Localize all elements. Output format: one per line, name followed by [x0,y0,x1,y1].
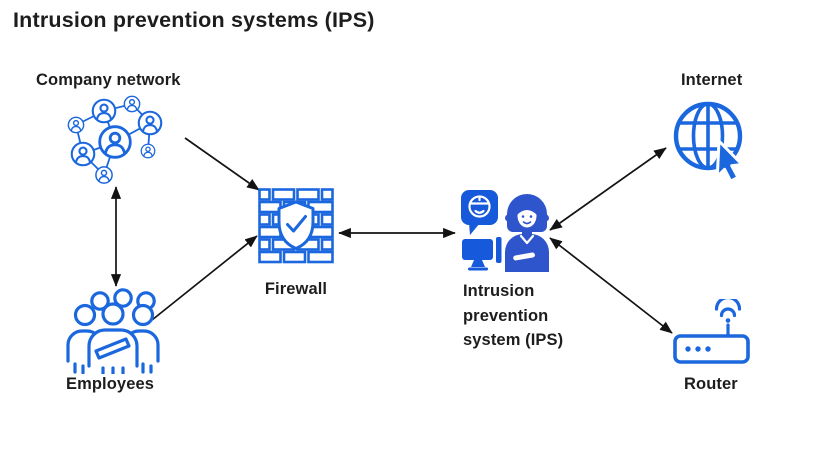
ips-label: Intrusion prevention system (IPS) [463,279,563,353]
support-analyst-icon [505,194,549,272]
internet-icon [673,101,744,183]
checkmark-icon [286,215,307,233]
shield-icon [277,200,315,250]
firewall-label: Firewall [264,280,328,298]
ips-icon [461,190,549,272]
company-network-icon [67,95,163,184]
arrow-employees-to-firewall [151,235,258,321]
router-icon [673,299,750,364]
firewall-icon [258,188,334,264]
ips-label-line-3: system (IPS) [463,331,564,349]
company-network-label: Company network [36,71,181,89]
router-label: Router [684,375,738,393]
employees-icon [66,288,160,374]
chat-globe-monitor-icon [461,190,502,271]
cursor-icon [715,139,744,183]
wifi-icon [719,307,737,318]
diagram-title: Intrusion prevention systems (IPS) [13,8,375,32]
arrow-company-network-to-firewall [184,137,260,191]
ips-label-line-2: prevention [463,306,549,325]
arrow-ips-router [549,237,673,334]
internet-label: Internet [681,71,743,89]
arrow-ips-internet [549,147,667,231]
ips-label-line-1: Intrusion [463,282,535,300]
employees-label: Employees [66,375,155,393]
